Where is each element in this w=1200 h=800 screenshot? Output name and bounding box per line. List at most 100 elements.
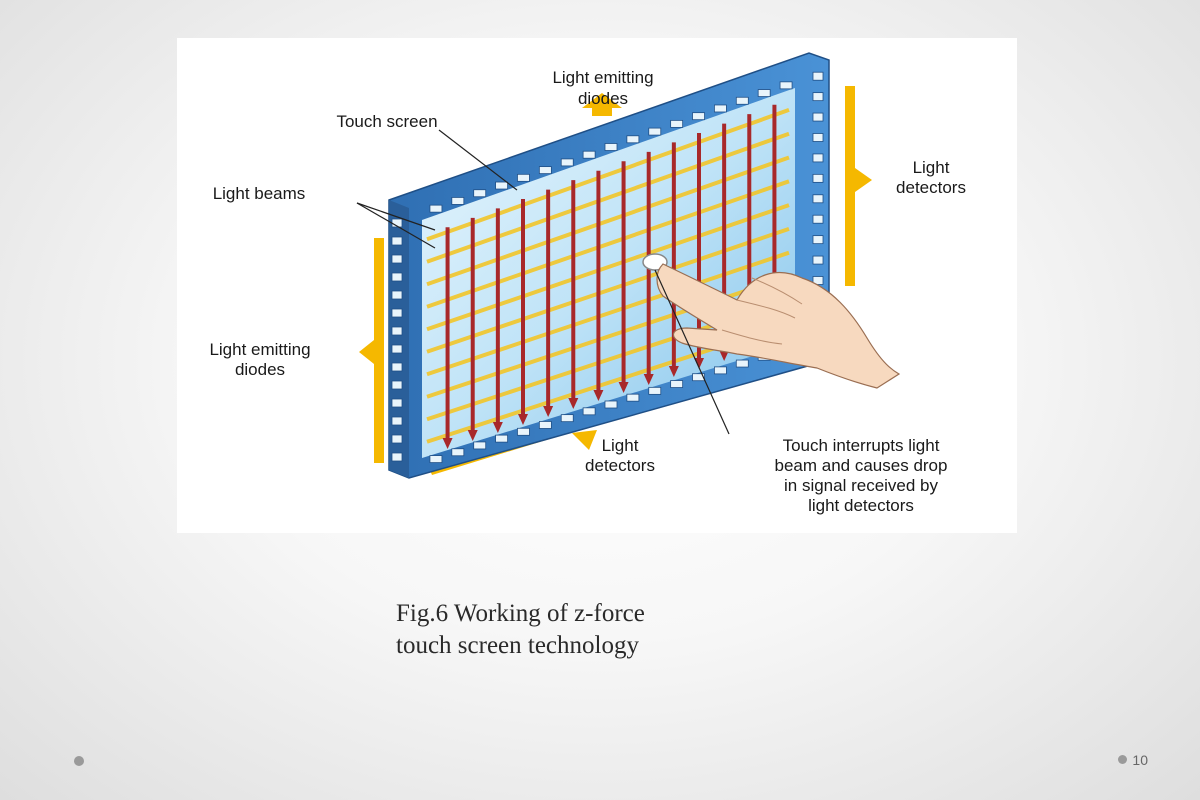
led-arrow-top xyxy=(582,93,622,116)
led-cell-top xyxy=(692,112,705,121)
led-cell-top xyxy=(473,189,487,198)
label-detectors-right-1: Light xyxy=(913,158,950,177)
screen-edge-left xyxy=(389,200,409,478)
horizontal-beam xyxy=(426,250,790,377)
led-cell-left xyxy=(391,272,403,282)
detector-cell-bottom xyxy=(451,448,465,457)
led-cell-left xyxy=(391,236,403,246)
beam-arrowhead xyxy=(719,350,730,361)
led-cell-left xyxy=(391,326,403,336)
label-touch-4: light detectors xyxy=(808,496,914,515)
led-cell-top xyxy=(429,204,443,213)
detector-cell-bottom xyxy=(626,393,640,402)
detector-cell-right xyxy=(812,255,824,265)
detector-cell-bottom xyxy=(714,366,727,375)
leader-light-beams-a xyxy=(356,202,436,231)
beam-arrowhead xyxy=(518,414,528,425)
detector-cell-bottom xyxy=(648,386,662,395)
led-cell-left xyxy=(391,452,403,462)
caption-line-1: Fig.6 Working of z-force xyxy=(396,600,645,627)
detector-cell-right xyxy=(812,112,824,122)
led-cell-left xyxy=(391,362,403,372)
slide-bullet-dot xyxy=(74,756,84,766)
led-arrow-left xyxy=(359,340,374,364)
detector-cell-bottom xyxy=(517,427,530,436)
led-cell-top xyxy=(779,81,793,90)
led-cell-top xyxy=(582,150,596,159)
horizontal-beam xyxy=(426,108,790,242)
label-touch-2: beam and causes drop xyxy=(775,456,948,475)
beam-arrowhead xyxy=(492,422,503,433)
label-touch-3: in signal received by xyxy=(784,476,939,495)
label-led-top-2: diodes xyxy=(578,89,628,108)
detector-cell-bottom xyxy=(429,455,443,463)
hand-icon xyxy=(656,263,901,389)
beam-arrowhead xyxy=(442,438,453,449)
detector-arrow-bottom xyxy=(572,430,597,450)
beam-arrowhead xyxy=(618,382,629,393)
horizontal-beam xyxy=(426,203,790,332)
label-detectors-bottom-2: detectors xyxy=(585,456,655,475)
beam-arrowhead xyxy=(668,366,679,377)
figure-caption: Fig.6 Working of z-force touch screen te… xyxy=(396,598,916,662)
led-strip-left xyxy=(374,238,384,463)
led-cell-top xyxy=(735,96,749,105)
detector-cell-right xyxy=(812,133,824,142)
horizontal-beam xyxy=(426,179,790,309)
slide-number: 10 xyxy=(1118,752,1148,768)
led-cell-left xyxy=(391,308,403,318)
detector-cell-bottom xyxy=(473,441,487,450)
led-cell-top xyxy=(517,173,530,182)
led-cell-top xyxy=(670,119,684,128)
slide-number-dot xyxy=(1118,755,1128,764)
beam-arrowhead xyxy=(467,430,478,441)
led-cell-top xyxy=(495,181,508,190)
touch-screen-diagram: Light emitting diodes Touch screen Light… xyxy=(209,52,966,515)
label-touch-1: Touch interrupts light xyxy=(783,436,940,455)
detector-cell-right xyxy=(812,71,824,81)
label-touch-screen: Touch screen xyxy=(336,112,437,131)
led-cell-left xyxy=(391,398,403,408)
led-cell-left xyxy=(391,380,403,390)
label-led-left-2: diodes xyxy=(235,360,285,379)
label-light-beams: Light beams xyxy=(213,184,306,203)
led-cell-top xyxy=(714,104,727,113)
led-cell-top xyxy=(538,166,552,175)
detector-cell-right xyxy=(812,92,824,102)
led-cell-left xyxy=(391,434,403,444)
led-cell-top xyxy=(757,89,771,97)
leader-light-beams-b xyxy=(356,202,436,249)
beam-arrowhead xyxy=(543,406,554,417)
led-cell-left xyxy=(391,290,403,300)
slide-number-text: 10 xyxy=(1132,752,1148,768)
label-detectors-right-2: detectors xyxy=(896,178,966,197)
led-cell-left xyxy=(391,254,403,264)
detector-cell-bottom xyxy=(560,414,574,423)
beam-arrowhead xyxy=(593,390,604,401)
led-cell-top xyxy=(451,197,465,205)
detector-cell-bottom xyxy=(604,400,618,409)
led-cell-left xyxy=(391,416,403,426)
led-cell-top xyxy=(560,158,574,167)
diagram-panel: Light emitting diodes Touch screen Light… xyxy=(177,38,1017,533)
led-cell-top xyxy=(626,135,640,144)
label-led-left-1: Light emitting xyxy=(209,340,310,359)
detector-cell-right xyxy=(812,153,824,163)
beam-arrowhead xyxy=(568,398,579,409)
horizontal-beam xyxy=(426,131,790,264)
detector-cell-right xyxy=(812,276,824,285)
detector-cell-bottom xyxy=(582,407,596,416)
beam-arrowhead xyxy=(643,374,654,385)
detector-arrow-right xyxy=(855,168,872,192)
leader-touch-interrupts xyxy=(654,269,730,435)
led-cell-top xyxy=(648,127,662,136)
detector-strip-right xyxy=(845,86,855,286)
detector-cell-bottom xyxy=(670,380,684,388)
leader-touch-screen xyxy=(438,129,518,191)
detector-cell-bottom xyxy=(735,359,749,368)
detector-cell-bottom xyxy=(692,373,705,382)
caption-line-2: touch screen technology xyxy=(396,632,639,659)
detector-cell-right xyxy=(812,194,824,204)
horizontal-beam xyxy=(426,227,790,354)
detector-cell-right xyxy=(812,173,824,183)
